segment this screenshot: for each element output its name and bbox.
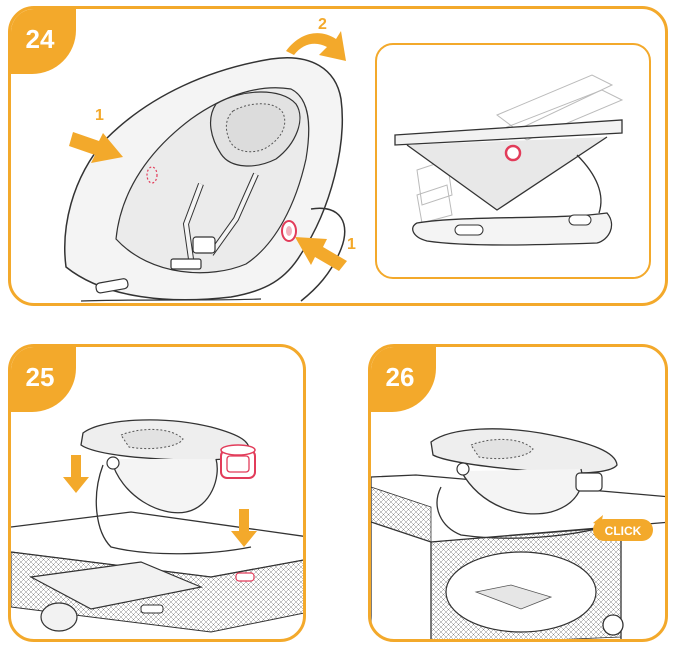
arrow-curved-top (286, 31, 346, 61)
step-25-panel: 25 (8, 344, 306, 642)
arrow-left (69, 132, 123, 163)
label-arrow-left: 1 (95, 107, 104, 124)
attach-bouncer-illustration (11, 419, 303, 633)
click-label: CLICK (605, 524, 642, 538)
bouncer-seat-illustration: 1 2 1 (64, 16, 356, 302)
bouncer-locked-illustration: CLICK (371, 428, 665, 639)
arrow-right (295, 237, 347, 271)
label-arrow-right: 1 (347, 236, 356, 253)
fold-sequence-illustration (394, 74, 624, 246)
label-arrow-top: 2 (318, 16, 327, 33)
step-24-panel: 24 1 2 1 (8, 6, 668, 306)
click-callout: CLICK (593, 515, 653, 541)
step-24-inset (375, 43, 651, 279)
step-24-badge: 24 (11, 9, 76, 74)
step-26-panel: 26 CLICK (368, 344, 668, 642)
